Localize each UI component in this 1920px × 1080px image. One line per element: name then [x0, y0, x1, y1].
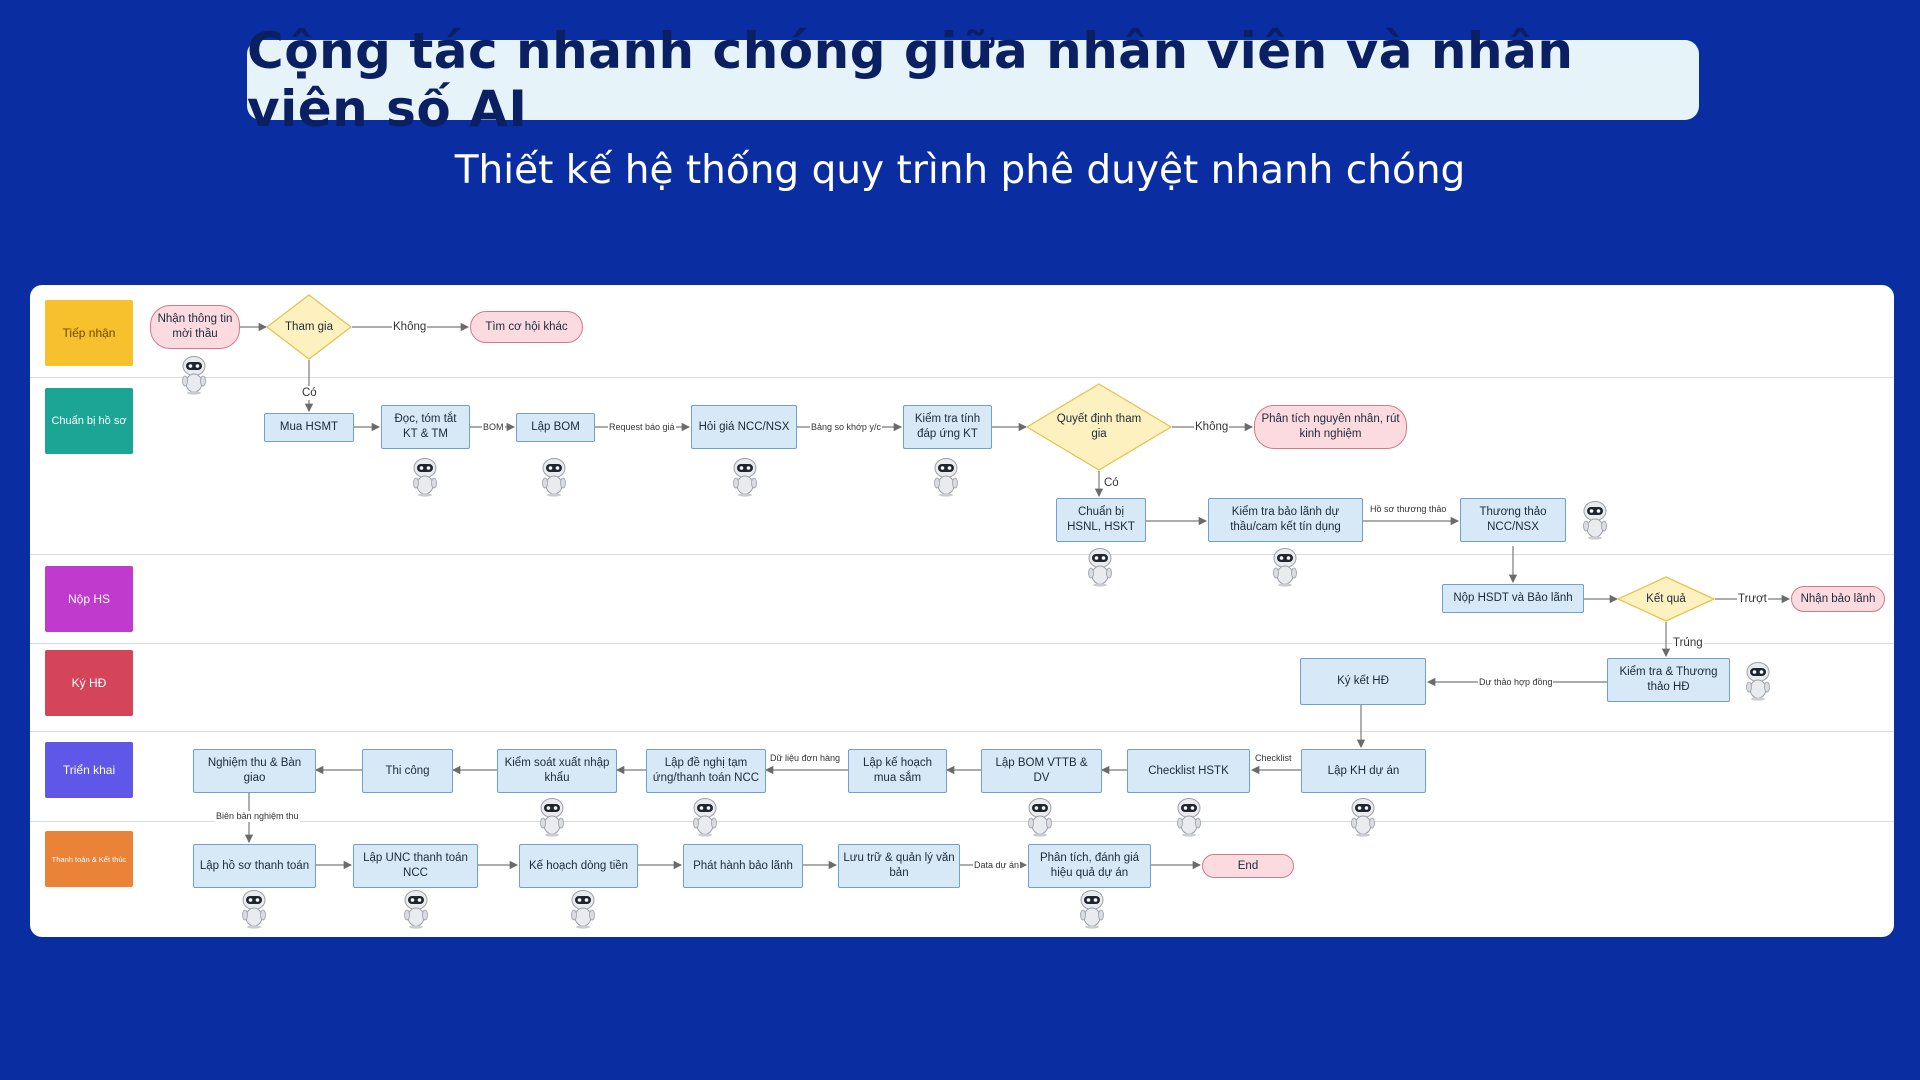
edge-label-ho-so: Hồ sơ thương thảo	[1369, 504, 1448, 515]
lane-separator	[30, 643, 1894, 644]
node-kiem-tra-bao-lanh: Kiểm tra bảo lãnh dự thầu/cam kết tín dụ…	[1208, 498, 1363, 542]
edge-label-khong: Không	[392, 320, 428, 334]
node-ke-hoach-dong-tien: Kế hoạch dòng tiền	[519, 844, 638, 888]
node-lap-bom: Lập BOM	[516, 413, 595, 442]
ai-robot-icon	[1583, 501, 1607, 540]
decision-ket-qua: Kết quả	[1646, 592, 1686, 605]
edge-label-co: Có	[301, 386, 318, 400]
edge-label-truot: Trượt	[1737, 592, 1768, 606]
node-nop-hsdt: Nộp HSDT và Bảo lãnh	[1442, 584, 1584, 613]
lane-separator	[30, 731, 1894, 732]
title-banner: Cộng tác nhanh chóng giữa nhân viên và n…	[247, 22, 1699, 138]
node-end: End	[1202, 854, 1294, 878]
node-phan-tich-nguyen-nhan: Phân tích nguyên nhân, rút kinh nghiệm	[1254, 405, 1407, 449]
ai-robot-icon	[542, 458, 566, 497]
decision-tham-gia-shape	[266, 294, 352, 360]
node-kiem-tra-thuong-thao-hd: Kiểm tra & Thương thảo HĐ	[1607, 658, 1730, 702]
ai-robot-icon	[571, 890, 595, 929]
node-thi-cong: Thi công	[362, 749, 453, 793]
edge-label-co-2: Có	[1103, 476, 1120, 490]
lane-label-nop-hs: Nộp HS	[45, 566, 133, 632]
ai-robot-icon	[182, 356, 206, 395]
node-chuan-bi-hsnl: Chuẩn bị HSNL, HSKT	[1056, 498, 1146, 542]
ai-robot-icon	[693, 798, 717, 837]
edge-label-bang-so: Bảng so khớp y/c	[810, 422, 882, 433]
ai-robot-icon	[1080, 890, 1104, 929]
flowchart-board: Tiếp nhận Chuẩn bị hồ sơ Nộp HS Ký HĐ Tr…	[30, 285, 1894, 937]
page-subtitle: Thiết kế hệ thống quy trình phê duyệt nh…	[454, 148, 1466, 193]
node-nhan-bao-lanh: Nhận bảo lãnh	[1791, 586, 1885, 612]
edge-label-bom: BOM	[482, 422, 505, 433]
node-tim-co-hoi-khac: Tìm cơ hội khác	[470, 311, 583, 343]
node-hoi-gia: Hỏi giá NCC/NSX	[691, 405, 797, 449]
edge-label-bien-ban: Biên bản nghiệm thu	[215, 811, 300, 822]
ai-robot-icon	[1273, 548, 1297, 587]
lane-separator	[30, 377, 1894, 378]
node-nghiem-thu-ban-giao: Nghiệm thu & Bàn giao	[193, 749, 316, 793]
node-ky-ket-hd: Ký kết HĐ	[1300, 658, 1426, 705]
node-mua-hsmt: Mua HSMT	[264, 413, 354, 442]
flow-edges	[240, 322, 1791, 870]
node-kiem-soat-xnk: Kiểm soát xuất nhập khẩu	[497, 749, 617, 793]
decision-quyet-dinh-shape	[1026, 383, 1172, 471]
edge-label-request: Request báo giá	[608, 422, 676, 433]
lane-separator	[30, 554, 1894, 555]
lane-label-trien-khai: Triển khai	[45, 742, 133, 798]
ai-robot-icon	[1088, 548, 1112, 587]
edge-label-khong-2: Không	[1194, 420, 1230, 434]
ai-robot-icon	[242, 890, 266, 929]
node-checklist-hstk: Checklist HSTK	[1127, 749, 1250, 793]
ai-robot-icon	[413, 458, 437, 497]
lane-label-ky-hd: Ký HĐ	[45, 650, 133, 716]
ai-robot-icon	[1351, 798, 1375, 837]
ai-robot-icon	[1746, 662, 1770, 701]
ai-robot-icon	[1177, 798, 1201, 837]
ai-robot-icon	[404, 890, 428, 929]
node-lap-de-nghi-tam-ung: Lập đề nghị tạm ứng/thanh toán NCC	[646, 749, 766, 793]
lane-separator	[30, 821, 1894, 822]
node-lap-ho-so-thanh-toan: Lập hồ sơ thanh toán	[193, 844, 316, 888]
edge-label-data: Data dự án	[973, 860, 1021, 871]
node-thuong-thao-ncc: Thương thảo NCC/NSX	[1460, 498, 1566, 542]
node-luu-tru-van-ban: Lưu trữ & quản lý văn bản	[838, 844, 960, 888]
edge-label-du-lieu: Dữ liệu đơn hàng	[769, 753, 841, 764]
node-lap-kh-du-an: Lập KH dự án	[1301, 749, 1426, 793]
decision-quyet-dinh-tham-gia: Quyết định tham gia	[1056, 413, 1142, 440]
node-lap-ke-hoach-mua-sam: Lập kế hoạch mua sắm	[848, 749, 947, 793]
node-kiem-tra-tinh-dap-ung: Kiểm tra tính đáp ứng KT	[903, 405, 992, 449]
edge-label-checklist: Checklist	[1254, 753, 1293, 764]
ai-robot-icon	[733, 458, 757, 497]
node-nhan-thong-tin: Nhận thông tin mời thầu	[150, 305, 240, 349]
node-lap-unc: Lập UNC thanh toán NCC	[353, 844, 478, 888]
lane-label-thanh-toan: Thanh toán & Kết thúc	[45, 831, 133, 887]
decision-ket-qua-shape	[1617, 576, 1715, 622]
ai-robot-icon	[1028, 798, 1052, 837]
node-phat-hanh-bao-lanh: Phát hành bảo lãnh	[683, 844, 803, 888]
ai-robot-icon	[540, 798, 564, 837]
decision-tham-gia: Tham gia	[285, 320, 333, 333]
edge-label-trung: Trúng	[1672, 636, 1704, 650]
node-doc-tom-tat: Đọc, tóm tắt KT & TM	[381, 405, 470, 449]
page-title: Cộng tác nhanh chóng giữa nhân viên và n…	[247, 22, 1574, 138]
lane-label-tiep-nhan: Tiếp nhận	[45, 300, 133, 366]
edge-label-du-thao: Dự thảo hợp đồng	[1478, 677, 1554, 688]
node-lap-bom-vttb: Lập BOM VTTB & DV	[981, 749, 1102, 793]
ai-robot-icon	[934, 458, 958, 497]
node-phan-tich-hieu-qua: Phân tích, đánh giá hiệu quả dự án	[1028, 844, 1151, 888]
lane-label-chuan-bi-ho-so: Chuẩn bị hồ sơ	[45, 388, 133, 454]
